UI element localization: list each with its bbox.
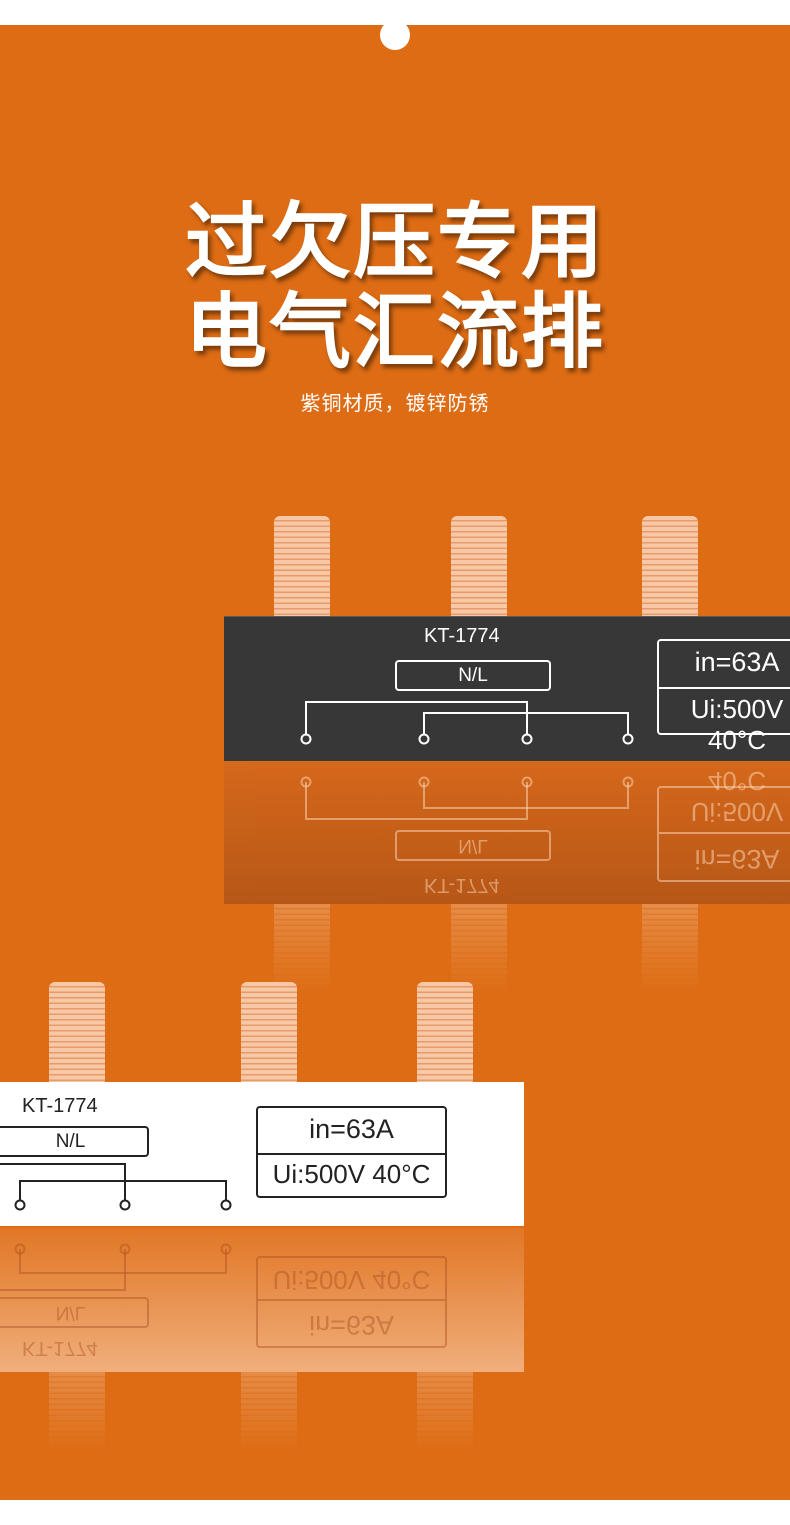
top-notch xyxy=(380,25,410,50)
busbar-pin-reflection xyxy=(417,1372,473,1452)
rating-current: in=63A xyxy=(694,647,780,677)
rating-divider-reflection xyxy=(659,832,790,834)
rating-plate: in=63A Ui:500V 40°C xyxy=(256,1106,447,1198)
subheadline: 紫铜材质，镀锌防锈 xyxy=(300,391,490,415)
busbar-reflection-light: KT-1774 N/L in=63A Ui:500V 40°C xyxy=(0,1228,524,1372)
rating-plate-reflection: in=63A Ui:500V 40°C xyxy=(256,1256,447,1348)
headline-line-2: 电气汇流排 xyxy=(184,285,605,380)
busbar-pin-reflection xyxy=(241,1372,297,1452)
busbar-pin xyxy=(451,516,507,616)
rating-divider-reflection xyxy=(258,1299,445,1301)
rating-voltage: Ui:500V 40°C xyxy=(690,694,784,755)
model-label: KT-1774 xyxy=(424,625,500,647)
wiring-diagram xyxy=(300,701,634,745)
rating-voltage-reflection: Ui:500V 40°C xyxy=(690,766,784,827)
wiring-diagram xyxy=(0,1163,232,1211)
busbar-pin-reflection xyxy=(274,904,330,994)
product-banner: 过欠压专用 电气汇流排 紫铜材质，镀锌防锈 KT-1774 N/L in=63A… xyxy=(0,25,790,1500)
busbar-body-dark: KT-1774 N/L in=63A Ui:500V 40°C xyxy=(224,616,790,761)
model-label-reflection: KT-1774 xyxy=(424,874,500,896)
rating-divider xyxy=(659,687,790,689)
rating-current-reflection: in=63A xyxy=(309,1310,394,1340)
busbar-pin-reflection xyxy=(451,904,507,994)
headline-line-1: 过欠压专用 xyxy=(184,195,605,290)
rating-plate-reflection: in=63A Ui:500V 40°C xyxy=(657,766,790,882)
wiring-diagram-reflection xyxy=(300,776,634,820)
busbar-pin xyxy=(241,982,297,1082)
busbar-pin-reflection xyxy=(642,904,698,994)
pole-label-box-reflection: N/L xyxy=(0,1297,149,1328)
wiring-diagram-reflection xyxy=(0,1243,232,1291)
rating-divider xyxy=(258,1153,445,1155)
busbar-reflection-dark: KT-1774 N/L in=63A Ui:500V 40°C xyxy=(224,762,790,904)
rating-plate: in=63A Ui:500V 40°C xyxy=(657,639,790,755)
pole-label-box: N/L xyxy=(0,1126,149,1157)
model-label: KT-1774 xyxy=(22,1095,98,1117)
busbar-pin xyxy=(417,982,473,1082)
busbar-pin-reflection xyxy=(49,1372,105,1452)
pole-label-box-reflection: N/L xyxy=(395,830,551,861)
rating-voltage-reflection: Ui:500V 40°C xyxy=(272,1265,431,1295)
model-label-reflection: KT-1774 xyxy=(22,1337,98,1359)
pole-label-box: N/L xyxy=(395,660,551,691)
rating-voltage: Ui:500V 40°C xyxy=(272,1159,431,1189)
busbar-pin xyxy=(642,516,698,616)
busbar-body-light: KT-1774 N/L in=63A Ui:500V 40°C xyxy=(0,1082,524,1226)
busbar-pin xyxy=(274,516,330,616)
rating-current: in=63A xyxy=(309,1114,394,1144)
rating-current-reflection: in=63A xyxy=(694,844,780,874)
busbar-pin xyxy=(49,982,105,1082)
